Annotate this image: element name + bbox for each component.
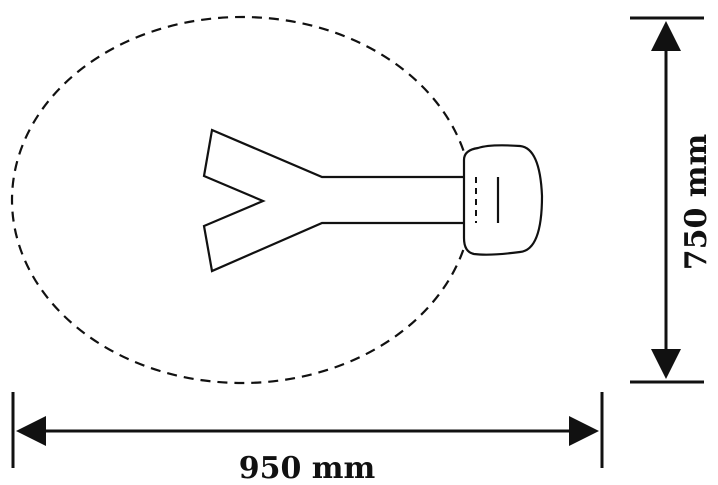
equipment-y-shape: [202, 128, 500, 273]
equipment-pivot-cap: [462, 144, 544, 256]
width-dimension-label: 950 mm: [239, 451, 376, 485]
height-dimension-label: 750 mm: [679, 133, 714, 270]
